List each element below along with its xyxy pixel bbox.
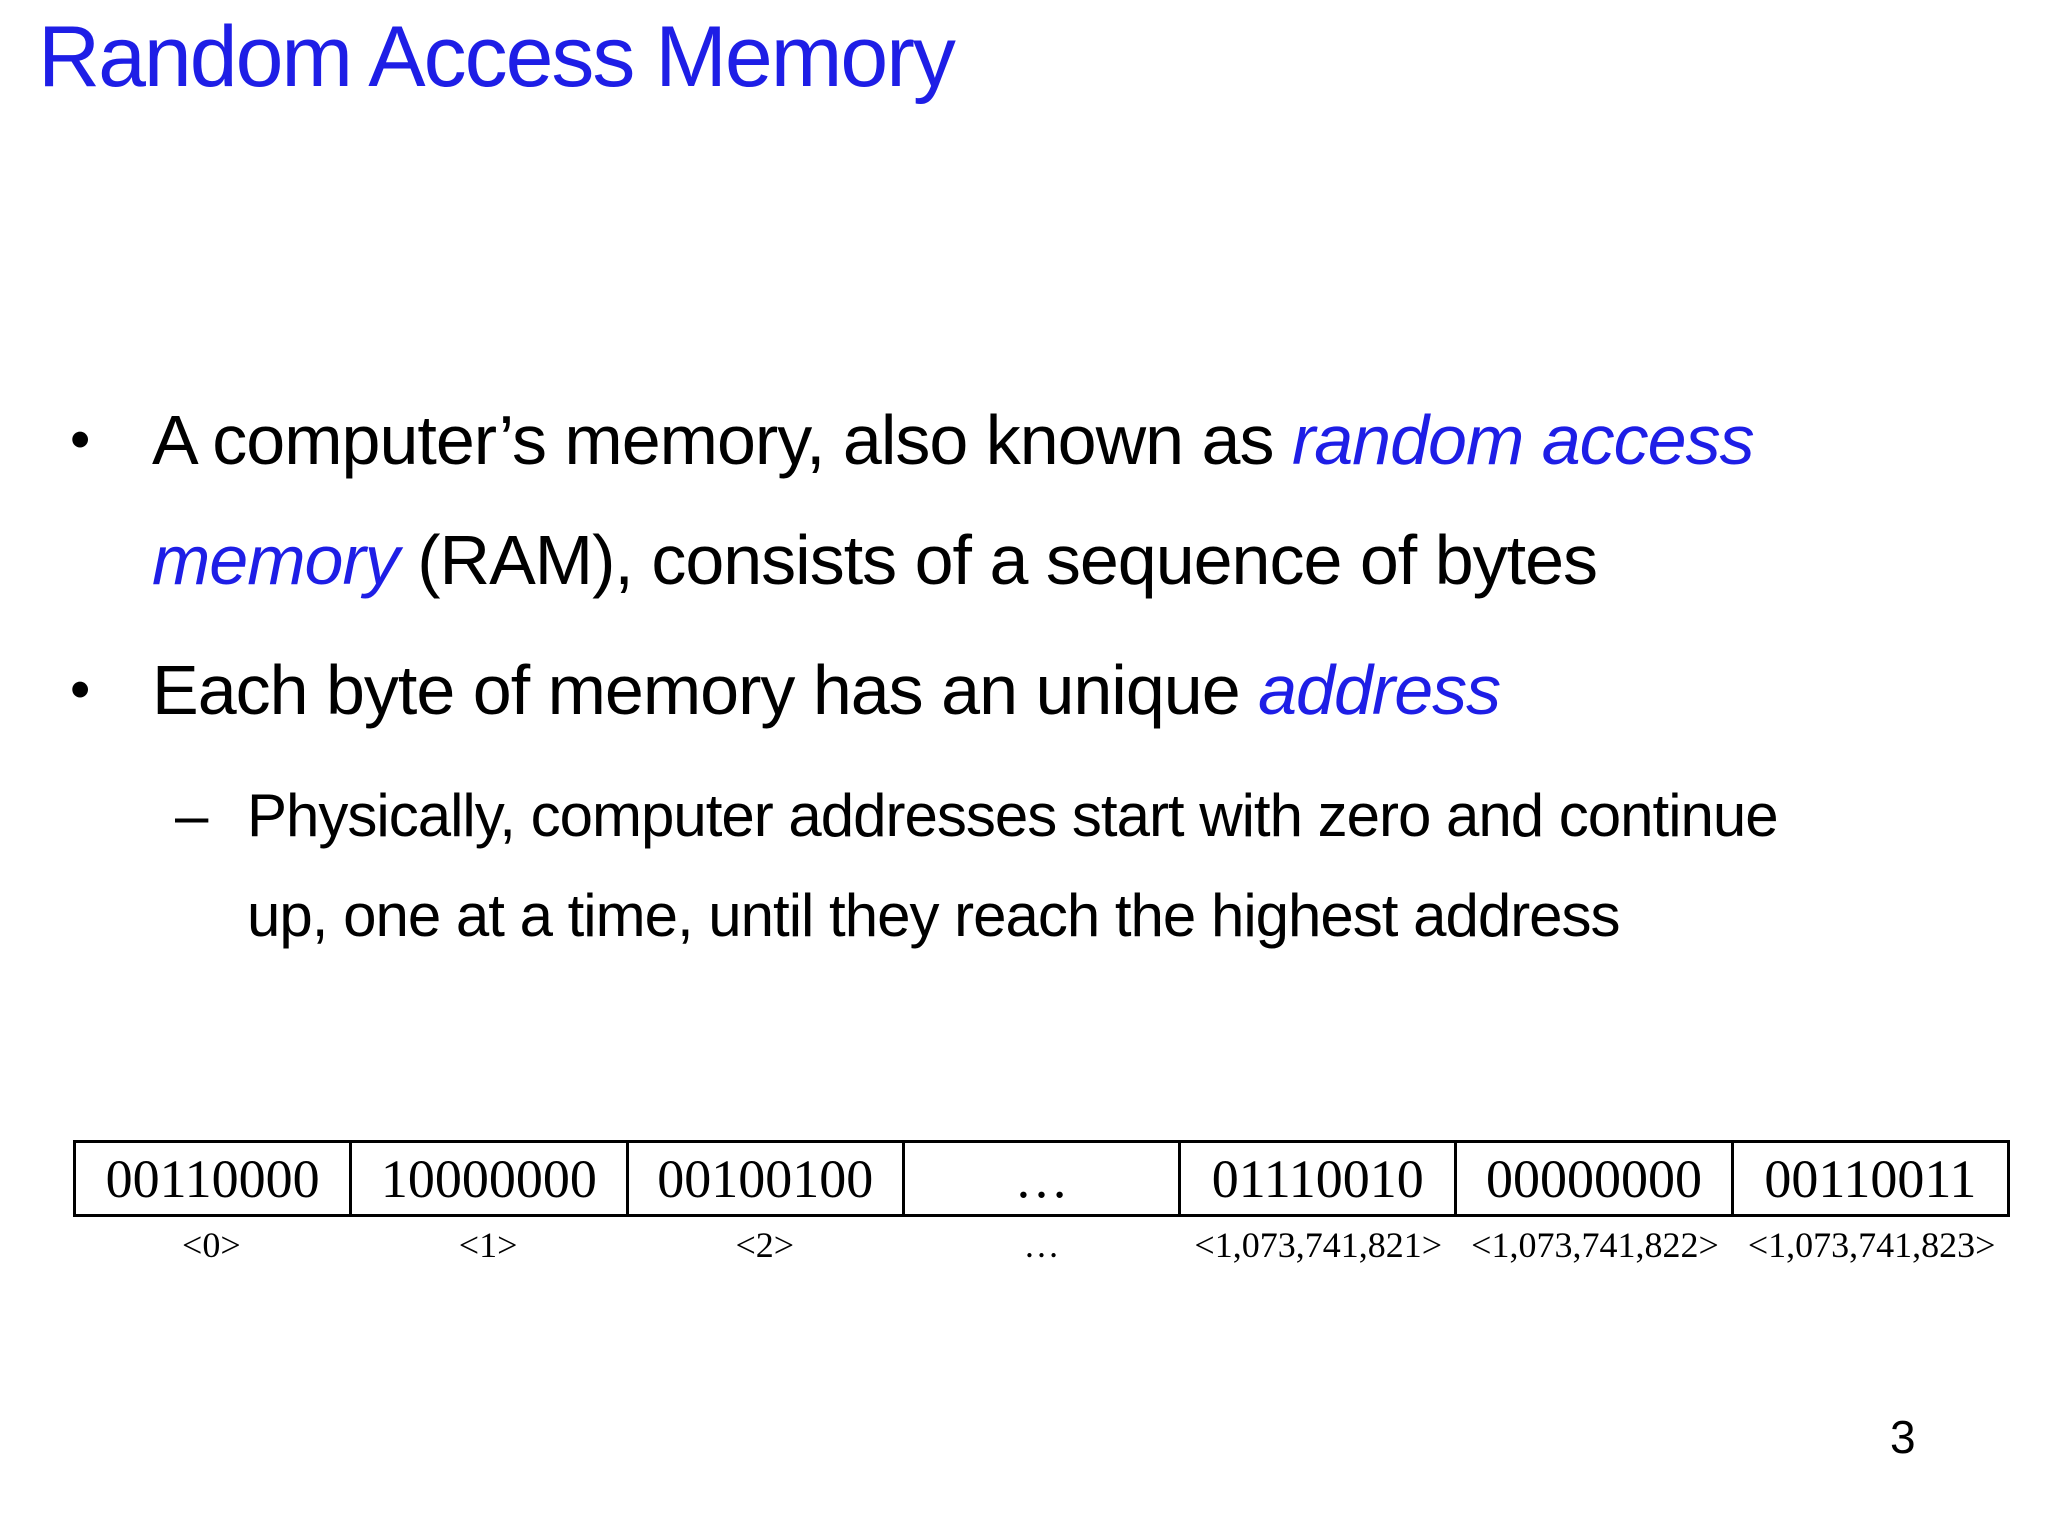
byte-value-cell: 00110011 [1730,1143,2007,1214]
byte-value-cell-ellipsis: … [901,1143,1178,1214]
sub-bullet-marker: – [175,782,208,849]
address-label: <1,073,741,822> [1471,1225,1719,1265]
address-label-ellipsis: … [1023,1225,1060,1265]
memory-byte-row: 00110000 10000000 00100100 … 01110010 00… [73,1140,2010,1217]
address-label: <1,073,741,823> [1747,1225,1996,1265]
byte-value-cell: 00000000 [1454,1143,1730,1214]
byte-value-cell: 00100100 [625,1143,902,1214]
bullet-line: Physically, computer addresses start wit… [247,766,2008,866]
page-number: 3 [1890,1411,1916,1463]
address-label: <1,073,741,821> [1194,1225,1443,1265]
text-segment: (RAM), consists of a sequence of bytes [398,521,1598,599]
bullet-item: • Each byte of memory has an unique addr… [70,630,2008,750]
memory-address-row: <0> <1> <2> … <1,073,741,821> <1,073,741… [73,1224,2010,1266]
bullet-marker: • [70,657,90,722]
text-segment: Each byte of memory has an unique [152,651,1259,729]
text-segment: A computer’s memory, also known as [152,401,1292,479]
text-segment-accent: random access [1291,401,1755,479]
bullet-marker: • [70,407,90,472]
byte-value-cell: 01110010 [1178,1143,1454,1214]
bullet-lines: Each byte of memory has an unique addres… [152,630,2008,750]
bullet-item: • A computer’s memory, also known as ran… [70,380,2008,620]
address-label: <0> [182,1225,241,1265]
byte-value-cell: 10000000 [349,1143,625,1214]
bullet-lines: Physically, computer addresses start wit… [247,766,2008,966]
bullet-line: memory (RAM), consists of a sequence of … [152,500,2008,620]
address-label: <2> [735,1225,795,1265]
bullet-line: Each byte of memory has an unique addres… [152,630,2008,750]
byte-value-cell: 00110000 [105,1148,320,1209]
bullet-line: up, one at a time, until they reach the … [247,866,2008,966]
text-segment-accent: address [1258,651,1501,729]
slide-title: Random Access Memory [38,9,956,105]
memory-table: 00110000 10000000 00100100 … 01110010 00… [73,1140,2010,1266]
text-segment-accent: memory [152,521,400,599]
bullet-lines: A computer’s memory, also known as rando… [152,380,2008,620]
text-segment: up, one at a time, until they reach the … [247,882,1621,949]
sub-bullet-item: – Physically, computer addresses start w… [175,766,2008,966]
address-label: <1> [458,1225,518,1265]
text-segment: Physically, computer addresses start wit… [247,782,1779,849]
bullet-line: A computer’s memory, also known as rando… [152,380,2008,500]
